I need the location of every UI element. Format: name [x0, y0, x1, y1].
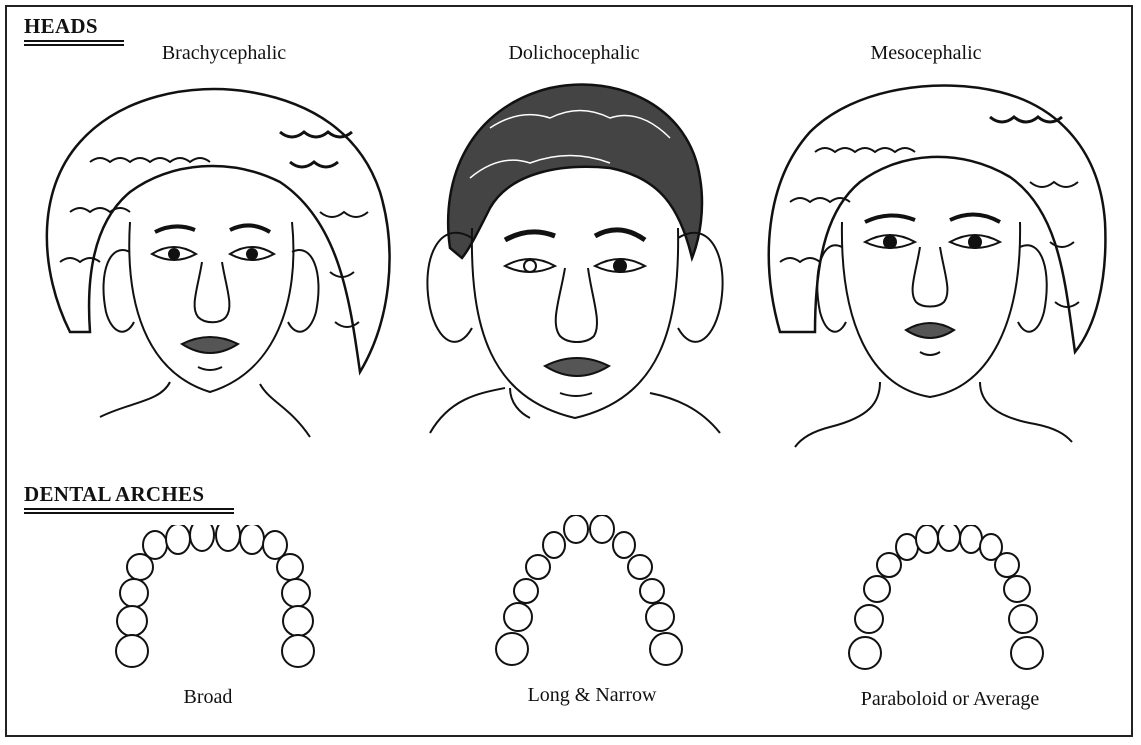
arch-label-long-narrow: Long & Narrow — [442, 684, 742, 707]
head-label-mesocephalic: Mesocephalic — [806, 42, 1046, 65]
heads-title-text: HEADS — [24, 14, 98, 38]
heads-section-title: HEADS — [24, 14, 98, 39]
arches-title-underline — [24, 508, 234, 514]
arches-section-title: DENTAL ARCHES — [24, 482, 204, 507]
brachycephalic-head-illustration — [30, 72, 400, 442]
arch-label-broad: Broad — [58, 686, 358, 709]
mesocephalic-head-illustration — [760, 72, 1110, 452]
arches-title-text: DENTAL ARCHES — [24, 482, 204, 506]
long-narrow-arch-illustration — [490, 515, 690, 685]
head-label-brachycephalic: Brachycephalic — [104, 42, 344, 65]
broad-arch-illustration — [110, 525, 320, 685]
paraboloid-arch-illustration — [845, 525, 1045, 685]
head-label-dolichocephalic: Dolichocephalic — [454, 42, 694, 65]
arch-label-paraboloid: Paraboloid or Average — [800, 688, 1100, 711]
dolichocephalic-head-illustration — [410, 68, 740, 448]
